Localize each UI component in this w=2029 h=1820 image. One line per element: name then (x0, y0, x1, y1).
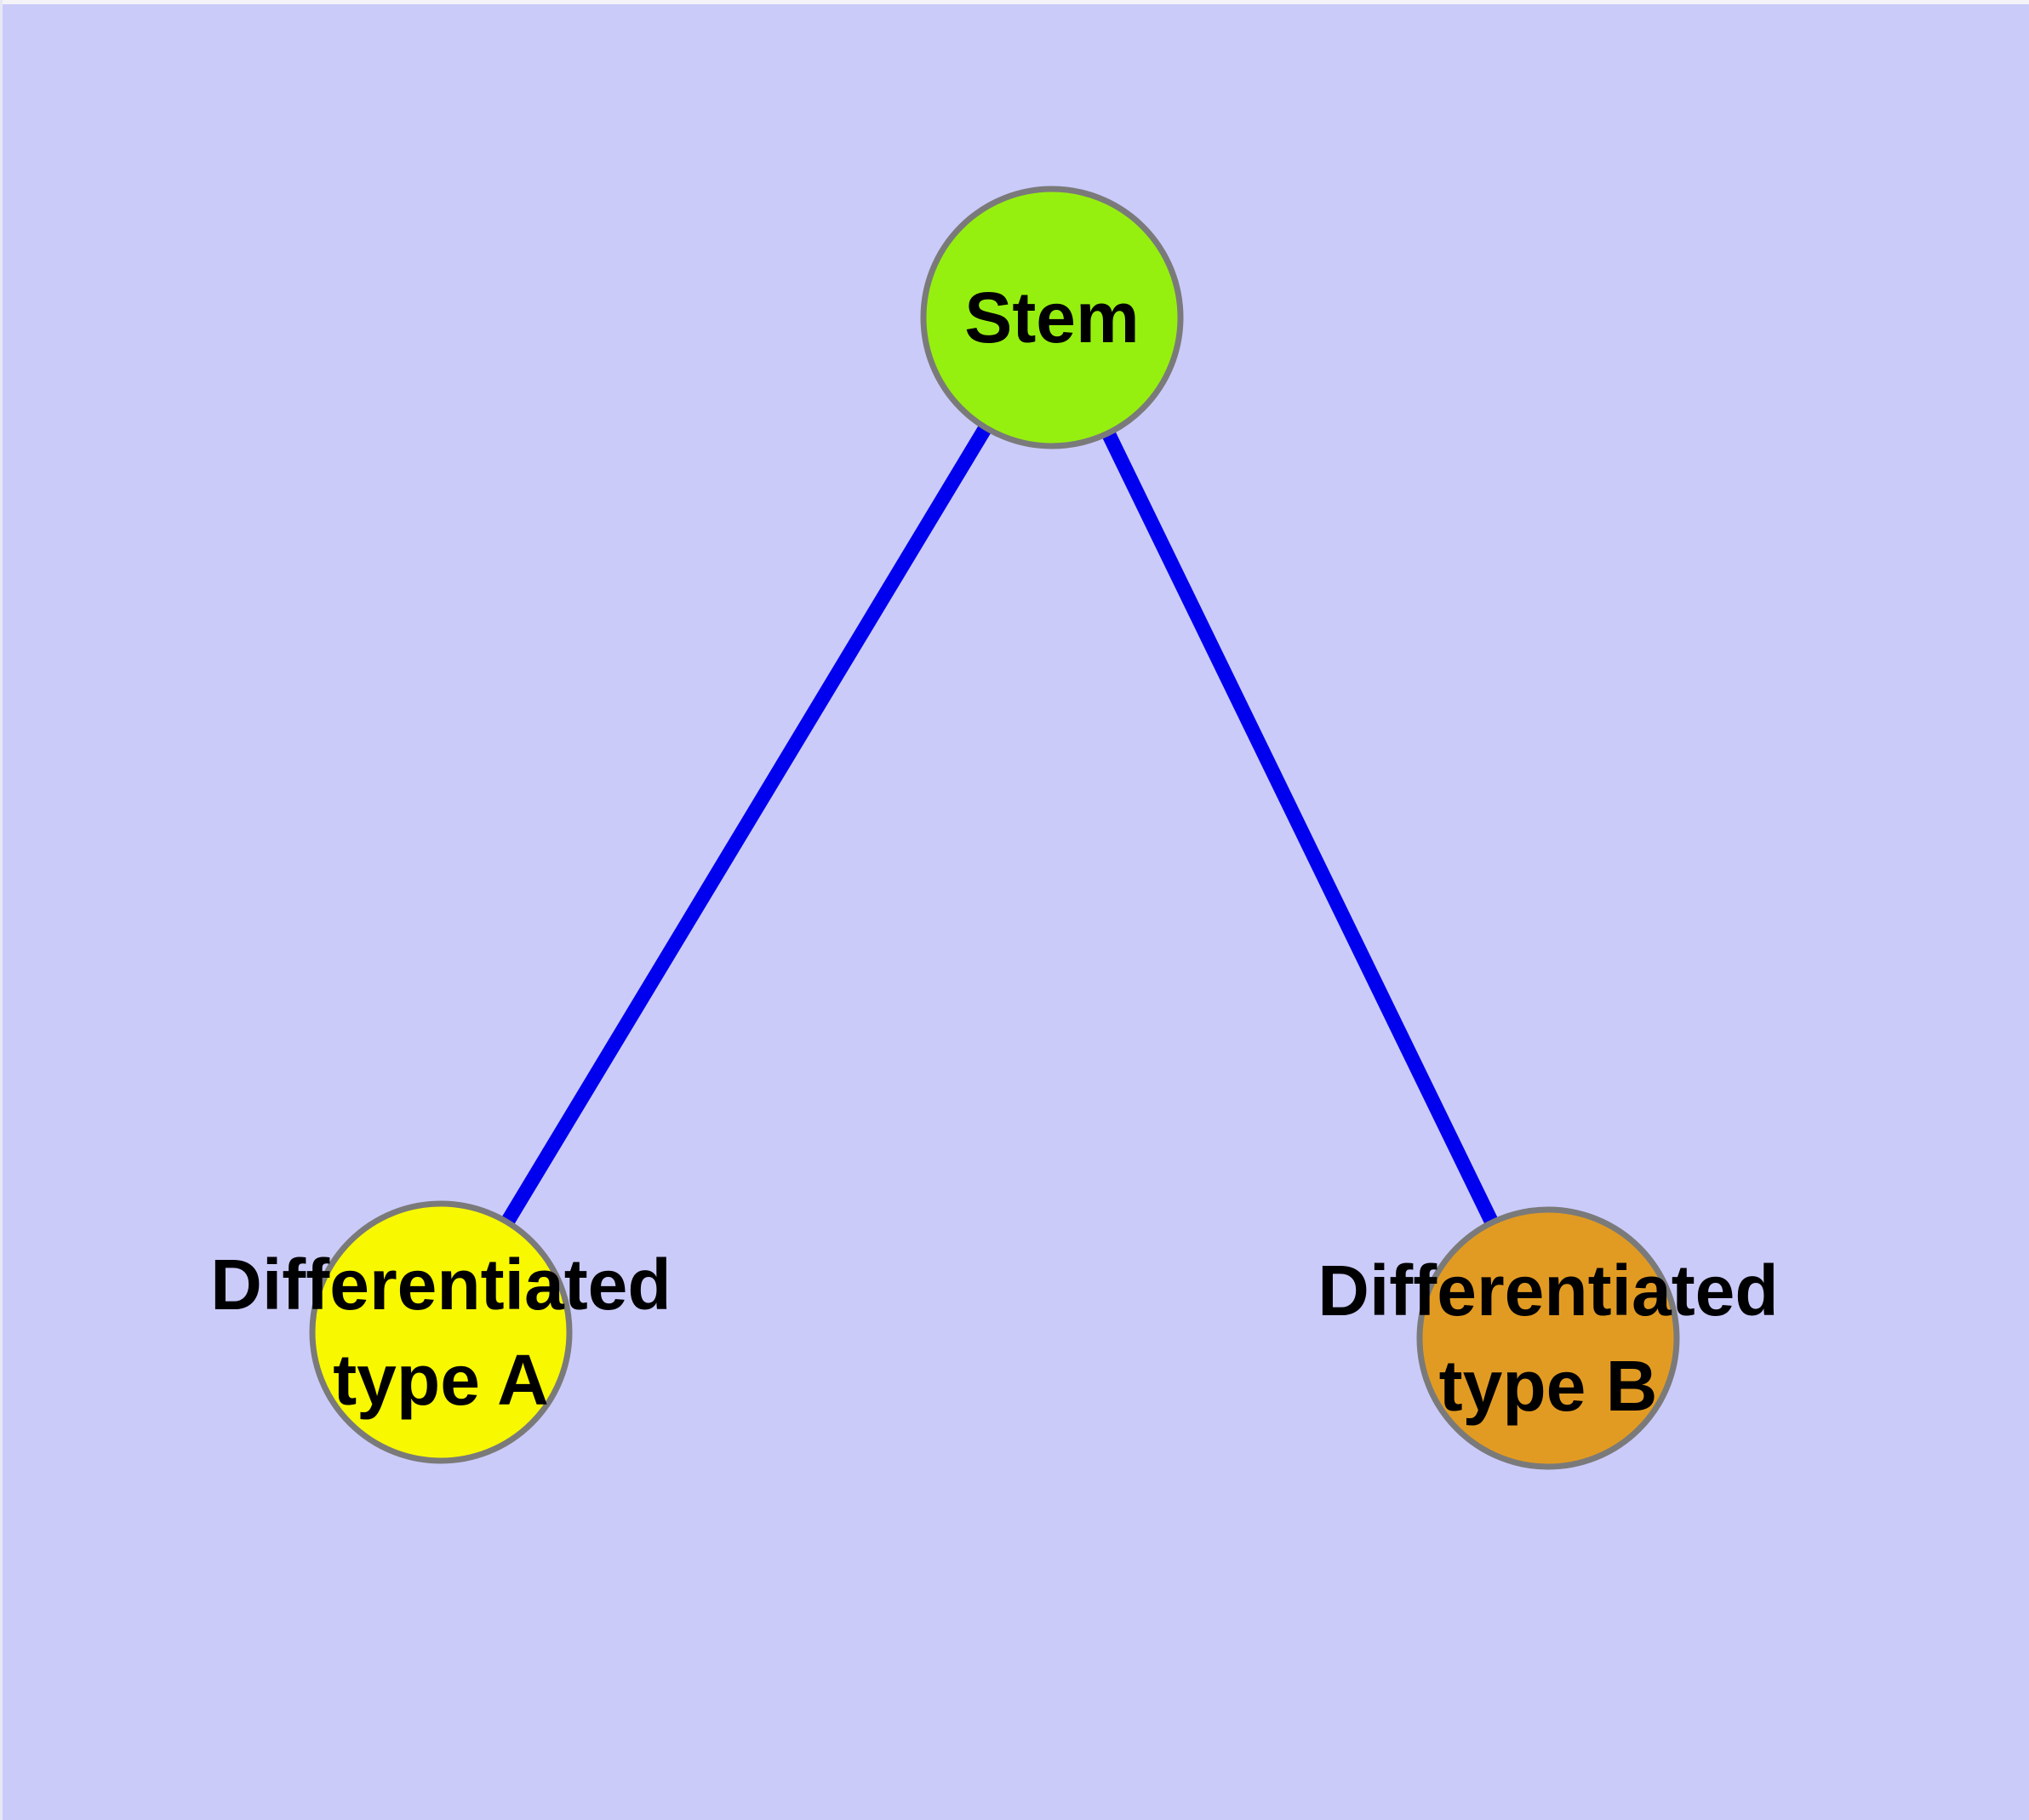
node-type-b (1416, 1206, 1680, 1470)
node-type-a (309, 1200, 573, 1464)
edge-stem-to-type-a (434, 313, 1059, 1336)
edge-stem-to-type-b (1045, 314, 1555, 1342)
node-stem (920, 186, 1184, 449)
